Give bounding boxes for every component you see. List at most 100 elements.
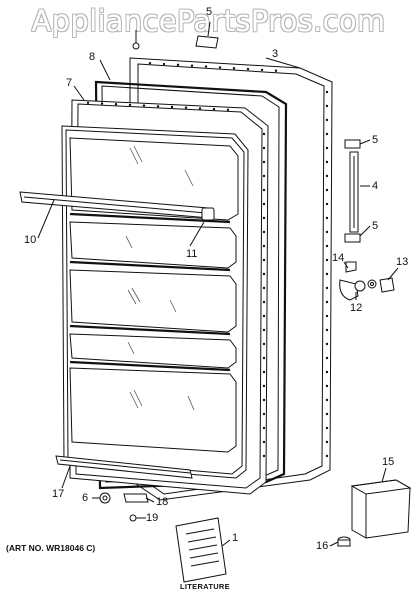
- callout-7: 7: [66, 77, 73, 89]
- mounting-hole: [325, 118, 329, 122]
- mounting-hole: [325, 104, 329, 108]
- literature-caption: LITERATURE: [180, 582, 230, 591]
- callout-1: 1: [232, 532, 239, 544]
- mounting-hole: [170, 105, 174, 109]
- mounting-hole: [226, 108, 230, 112]
- callout-19: 19: [146, 512, 159, 524]
- mounting-hole: [274, 69, 278, 72]
- mounting-hole: [325, 90, 329, 94]
- callout-3: 3: [272, 48, 279, 60]
- mounting-hole: [100, 102, 104, 105]
- callout-4: 4: [372, 180, 379, 192]
- callout-14: 14: [332, 252, 345, 264]
- bin-bushing: [337, 536, 351, 547]
- mounting-hole: [114, 103, 118, 106]
- hinge-cap: [379, 277, 395, 293]
- callout-5-top: 5: [372, 134, 379, 146]
- mounting-hole: [162, 62, 166, 66]
- mounting-hole: [262, 286, 266, 290]
- callout-13: 13: [396, 256, 409, 268]
- callout-11: 11: [186, 248, 198, 260]
- mounting-hole: [260, 68, 264, 72]
- mounting-hole: [325, 188, 329, 192]
- callout-16: 16: [316, 540, 329, 552]
- mounting-hole: [262, 412, 266, 416]
- mounting-hole: [325, 384, 329, 388]
- door-bushing: [99, 492, 111, 504]
- door-stop-bracket: [123, 493, 149, 503]
- mounting-hole: [262, 216, 266, 220]
- mounting-hole: [262, 244, 266, 248]
- bin-cover: [350, 479, 412, 539]
- mounting-hole: [325, 160, 329, 164]
- mounting-hole: [148, 62, 152, 65]
- mounting-hole: [262, 230, 266, 234]
- liner-shelves: [61, 125, 249, 479]
- top-plate: [195, 35, 219, 49]
- literature-booklet: [175, 517, 227, 583]
- mounting-hole: [262, 328, 266, 332]
- mounting-hole: [262, 258, 266, 262]
- mounting-hole: [325, 328, 329, 332]
- mounting-hole: [262, 202, 266, 206]
- callout-12: 12: [350, 302, 363, 314]
- callout-2: 5: [206, 6, 213, 18]
- mounting-hole: [262, 356, 266, 360]
- callout-17: 17: [52, 488, 65, 500]
- mounting-hole: [325, 272, 329, 276]
- mounting-hole: [325, 454, 329, 458]
- mounting-hole: [262, 370, 266, 374]
- mounting-hole: [190, 64, 194, 67]
- mounting-hole: [325, 398, 329, 402]
- mounting-hole: [325, 174, 329, 178]
- mounting-hole: [325, 342, 329, 346]
- mounting-hole: [184, 106, 188, 109]
- callout-15: 15: [382, 456, 395, 468]
- mounting-hole: [212, 107, 216, 111]
- vertical-handle-bar: [349, 151, 359, 233]
- mounting-hole: [198, 107, 202, 110]
- mounting-hole: [262, 440, 266, 444]
- mounting-hole: [325, 314, 329, 318]
- mounting-hole: [128, 103, 132, 107]
- mounting-hole: [325, 146, 329, 150]
- hinge-assembly: [339, 261, 377, 301]
- mounting-hole: [325, 300, 329, 304]
- mounting-hole: [325, 426, 329, 430]
- mounting-hole: [142, 104, 146, 107]
- handle-end-cap-bottom: [344, 233, 361, 243]
- mounting-hole: [262, 146, 266, 150]
- mounting-hole: [325, 370, 329, 374]
- mounting-hole: [262, 174, 266, 178]
- mounting-hole: [325, 412, 329, 416]
- mounting-hole: [325, 356, 329, 360]
- mounting-hole: [325, 286, 329, 290]
- callout-18: 18: [156, 496, 169, 508]
- handle-end-cap-top: [344, 139, 361, 149]
- rail-end-cap: [201, 207, 215, 221]
- mounting-hole: [325, 216, 329, 220]
- mounting-hole: [262, 132, 266, 136]
- mounting-hole: [262, 426, 266, 430]
- mounting-hole: [325, 202, 329, 206]
- callout-leaders: [37, 57, 399, 547]
- mounting-hole: [325, 230, 329, 234]
- mounting-hole: [262, 314, 266, 318]
- lower-door-bar: [55, 455, 193, 479]
- mounting-hole: [262, 160, 266, 164]
- mounting-hole: [204, 65, 208, 68]
- mounting-hole: [325, 440, 329, 444]
- mounting-hole: [325, 244, 329, 248]
- mounting-hole: [325, 258, 329, 262]
- callout-5-bottom: 5: [372, 220, 379, 232]
- mounting-hole: [262, 454, 266, 458]
- mounting-hole: [156, 105, 160, 108]
- mounting-hole: [262, 398, 266, 402]
- mounting-hole: [262, 300, 266, 304]
- callout-10: 10: [24, 234, 37, 246]
- mounting-hole: [176, 63, 180, 67]
- mounting-hole: [218, 66, 222, 69]
- mounting-hole: [325, 132, 329, 136]
